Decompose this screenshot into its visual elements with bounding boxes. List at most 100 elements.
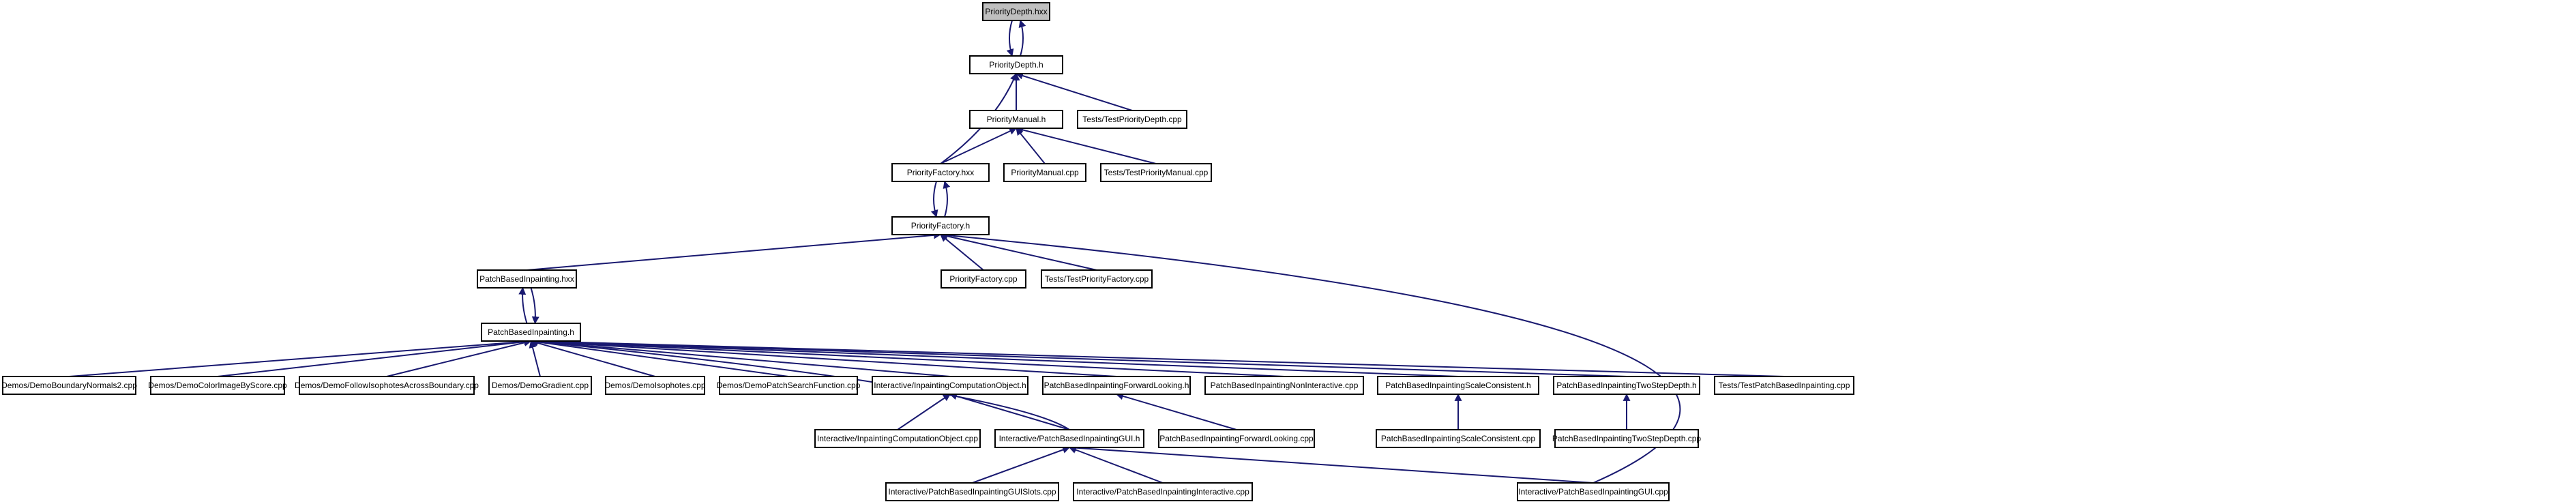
graph-node-n22[interactable]: PatchBasedInpaintingTwoStepDepth.h [1553,376,1700,395]
node-label: PatchBasedInpaintingNonInteractive.cpp [1211,381,1359,390]
edge-n7-to-n4 [943,180,951,218]
node-label: PriorityDepth.hxx [985,7,1047,16]
node-label: PatchBasedInpaintingScaleConsistent.h [1385,381,1530,390]
node-box [605,376,705,395]
edge-n20-to-n11 [530,337,1285,377]
node-box [1042,376,1191,395]
graph-node-n5[interactable]: PriorityManual.cpp [1003,163,1086,182]
node-label: PatchBasedInpainting.hxx [479,274,574,284]
node-label: Interactive/PatchBasedInpaintingInteract… [1076,487,1249,497]
graph-node-n3[interactable]: Tests/TestPriorityDepth.cpp [1077,110,1187,129]
nodes-layer: PriorityDepth.hxxPriorityDepth.hPriority… [1,2,1854,501]
node-label: PriorityManual.h [987,115,1046,124]
node-box [941,269,1026,289]
graph-node-n21[interactable]: PatchBasedInpaintingScaleConsistent.h [1377,376,1539,395]
graph-node-n29[interactable]: Interactive/PatchBasedInpaintingGUISlots… [885,482,1059,501]
graph-node-n6[interactable]: Tests/TestPriorityManual.cpp [1100,163,1212,182]
node-label: Demos/DemoBoundaryNormals2.cpp [1,381,137,390]
node-label: PatchBasedInpaintingTwoStepDepth.h [1556,381,1696,390]
graph-node-n0[interactable]: PriorityDepth.hxx [982,2,1050,21]
node-box [814,429,981,448]
edge-n18-to-n11 [530,338,951,377]
edge-n1-to-n0 [1018,19,1026,57]
graph-node-n23[interactable]: Tests/TestPatchBasedInpainting.cpp [1714,376,1854,395]
graph-node-n31[interactable]: Interactive/PatchBasedInpaintingGUI.cpp [1517,482,1670,501]
graph-node-n4[interactable]: PriorityFactory.hxx [891,163,990,182]
graph-node-n17[interactable]: Demos/DemoPatchSearchFunction.cpp [717,376,861,395]
edge-n17-to-n11 [530,338,789,377]
edge-n12-to-n11 [69,338,532,377]
node-label: PatchBasedInpainting.h [488,327,574,337]
node-box [1158,429,1315,448]
edge-n0-to-n1 [1006,20,1014,57]
edge-n3-to-n1 [1015,72,1133,111]
node-box [994,429,1144,448]
edge-n15-to-n11 [529,340,541,377]
node-label: PriorityDepth.h [989,60,1043,70]
node-label: PriorityFactory.cpp [949,274,1017,284]
graph-node-n11[interactable]: PatchBasedInpainting.h [481,323,581,342]
node-box [872,376,1028,395]
node-box [1376,429,1541,448]
graph-node-n9[interactable]: PriorityFactory.cpp [941,269,1026,289]
node-box [719,376,858,395]
graph-node-n14[interactable]: Demos/DemoFollowIsophotesAcrossBoundary.… [295,376,479,395]
edge-n26-to-n19 [1115,392,1237,430]
graph-node-n1[interactable]: PriorityDepth.h [969,55,1063,74]
edge-n4-to-n7 [930,181,938,218]
node-label: Demos/DemoIsophotes.cpp [604,381,705,390]
edge-n8-to-n11 [530,287,539,325]
node-label: Demos/DemoPatchSearchFunction.cpp [717,381,861,390]
edge-n31-to-n25 [1068,444,1594,484]
node-label: Tests/TestPatchBasedInpainting.cpp [1719,381,1850,390]
node-label: Interactive/PatchBasedInpaintingGUI.cpp [1518,487,1668,497]
graph-node-n24[interactable]: Interactive/InpaintingComputationObject.… [814,429,981,448]
graph-node-n12[interactable]: Demos/DemoBoundaryNormals2.cpp [1,376,137,395]
graph-node-n18[interactable]: Interactive/InpaintingComputationObject.… [872,376,1028,395]
node-box [969,55,1063,74]
node-box [481,323,581,342]
graph-node-n19[interactable]: PatchBasedInpaintingForwardLooking.h [1042,376,1191,395]
graph-node-n2[interactable]: PriorityManual.h [969,110,1063,129]
node-label: PatchBasedInpaintingScaleConsistent.cpp [1381,434,1535,443]
node-box [1041,269,1153,289]
node-box [1553,376,1700,395]
edge-n10-to-n7 [939,232,1097,271]
graph-node-n16[interactable]: Demos/DemoIsophotes.cpp [604,376,706,395]
graph-node-n28[interactable]: PatchBasedInpaintingTwoStepDepth.cpp [1552,429,1701,448]
node-box [2,376,136,395]
edge-n21-to-n11 [530,337,1459,377]
node-box [891,163,990,182]
node-label: Demos/DemoGradient.cpp [492,381,589,390]
node-box [1517,482,1670,501]
edge-n19-to-n11 [530,338,1117,377]
graph-node-n7[interactable]: PriorityFactory.h [891,216,990,235]
edge-n30-to-n25 [1068,446,1164,484]
node-box [969,110,1063,129]
edge-n14-to-n11 [386,339,532,377]
node-label: PatchBasedInpaintingForwardLooking.h [1044,381,1189,390]
node-box [477,269,577,289]
edges-layer [69,19,1785,484]
edge-n22-to-n11 [530,337,1627,377]
node-box [1100,163,1212,182]
edge-n6-to-n2 [1015,126,1157,164]
graph-node-n8[interactable]: PatchBasedInpainting.hxx [477,269,577,289]
graph-node-n10[interactable]: Tests/TestPriorityFactory.cpp [1041,269,1153,289]
node-label: Interactive/InpaintingComputationObject.… [817,434,978,443]
graph-node-n13[interactable]: Demos/DemoColorImageByScore.cpp [148,376,287,395]
node-label: PriorityFactory.hxx [907,168,974,177]
node-label: Interactive/InpaintingComputationObject.… [874,381,1026,390]
graph-node-n25[interactable]: Interactive/PatchBasedInpaintingGUI.h [994,429,1144,448]
edge-n9-to-n7 [940,234,984,271]
node-box [1204,376,1364,395]
node-label: Tests/TestPriorityManual.cpp [1104,168,1209,177]
graph-node-n15[interactable]: Demos/DemoGradient.cpp [488,376,592,395]
edge-n23-to-n11 [530,337,1785,377]
graph-node-n27[interactable]: PatchBasedInpaintingScaleConsistent.cpp [1376,429,1541,448]
node-box [1554,429,1699,448]
graph-node-n30[interactable]: Interactive/PatchBasedInpaintingInteract… [1073,482,1253,501]
graph-node-n20[interactable]: PatchBasedInpaintingNonInteractive.cpp [1204,376,1364,395]
graph-node-n26[interactable]: PatchBasedInpaintingForwardLooking.cpp [1158,429,1315,448]
edge-n29-to-n25 [972,446,1071,484]
